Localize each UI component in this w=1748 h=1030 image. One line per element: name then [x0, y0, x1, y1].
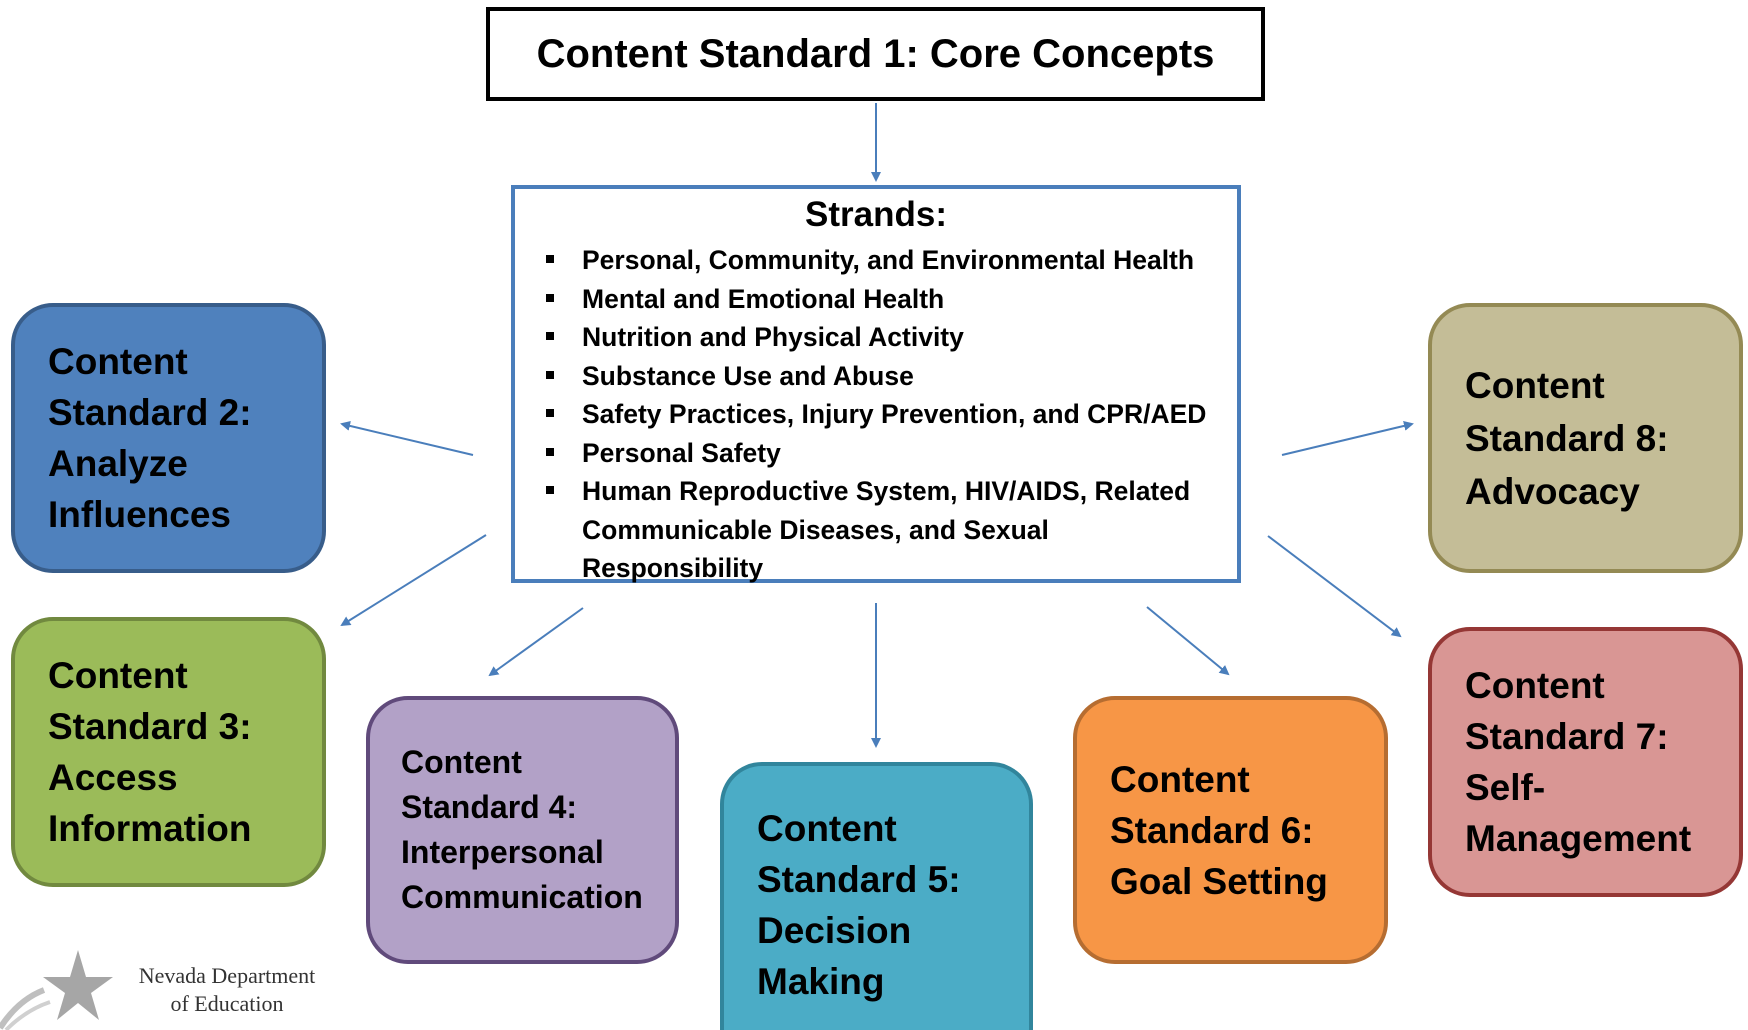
arrow-to-standard-8 — [1281, 420, 1414, 456]
standard-7-box: Content Standard 7: Self- Management — [1428, 627, 1743, 897]
strand-item: Safety Practices, Injury Prevention, and… — [537, 395, 1215, 434]
strands-box: Strands: Personal, Community, and Enviro… — [511, 185, 1241, 583]
arrow-to-standard-4 — [488, 607, 584, 677]
star-icon — [0, 950, 113, 1030]
strand-item: Personal, Community, and Environmental H… — [537, 241, 1215, 280]
strand-label: Personal, Community, and Environmental H… — [582, 245, 1195, 275]
strand-label: Mental and Emotional Health — [582, 283, 945, 314]
standard-3-label: Content Standard 3: Access Information — [48, 655, 252, 849]
standard-6-box: Content Standard 6: Goal Setting — [1073, 696, 1388, 964]
standard-8-box: Content Standard 8: Advocacy — [1428, 303, 1743, 573]
bullet-icon — [546, 255, 554, 263]
core-concepts-title: Content Standard 1: Core Concepts — [536, 31, 1215, 76]
logo-line-1: Nevada Department — [138, 963, 316, 988]
strand-item: Nutrition and Physical Activity — [537, 318, 1215, 357]
strand-item: Substance Use and Abuse — [537, 357, 1215, 396]
standard-5-label: Content Standard 5: Decision Making — [757, 808, 961, 1002]
strand-label: Human Reproductive System, HIV/AIDS, Rel… — [582, 476, 1191, 583]
logo-text: Nevada Department of Education — [122, 962, 332, 1018]
bullet-icon — [546, 332, 554, 340]
strand-label: Personal Safety — [582, 437, 781, 468]
strands-heading: Strands: — [805, 195, 947, 234]
strands-list: Personal, Community, and Environmental H… — [537, 241, 1215, 588]
nevada-doe-logo: Nevada Department of Education — [0, 950, 340, 1030]
strand-item: Personal Safety — [537, 434, 1215, 473]
bullet-icon — [546, 370, 554, 379]
strand-label: Nutrition and Physical Activity — [582, 322, 964, 352]
standard-8-label: Content Standard 8: Advocacy — [1465, 364, 1669, 512]
bullet-icon — [546, 293, 554, 302]
standard-6-label: Content Standard 6: Goal Setting — [1110, 758, 1328, 902]
standard-2-label: Content Standard 2: Analyze Influences — [48, 341, 252, 535]
standard-5-box: Content Standard 5: Decision Making — [720, 762, 1033, 1030]
standard-4-label: Content Standard 4: Interpersonal Commun… — [401, 744, 643, 915]
standard-3-box: Content Standard 3: Access Information — [11, 617, 326, 887]
bullet-icon — [546, 409, 554, 417]
strand-item: Mental and Emotional Health — [537, 280, 1215, 319]
arrow-to-standard-2 — [340, 420, 474, 456]
bullet-icon — [546, 486, 554, 494]
strand-item: Human Reproductive System, HIV/AIDS, Rel… — [537, 472, 1215, 588]
strand-label: Substance Use and Abuse — [582, 360, 914, 391]
core-concepts-title-box: Content Standard 1: Core Concepts — [486, 7, 1265, 101]
arrow-to-standard-6 — [1146, 606, 1230, 676]
standard-4-box: Content Standard 4: Interpersonal Commun… — [366, 696, 679, 964]
standard-2-box: Content Standard 2: Analyze Influences — [11, 303, 326, 573]
logo-line-2: of Education — [170, 991, 284, 1016]
arrow-to-standard-7 — [1267, 535, 1402, 638]
bullet-icon — [546, 447, 554, 456]
standard-7-label: Content Standard 7: Self- Management — [1465, 665, 1692, 859]
arrow-to-standard-3 — [340, 534, 487, 627]
strand-label: Safety Practices, Injury Prevention, and… — [582, 399, 1207, 429]
